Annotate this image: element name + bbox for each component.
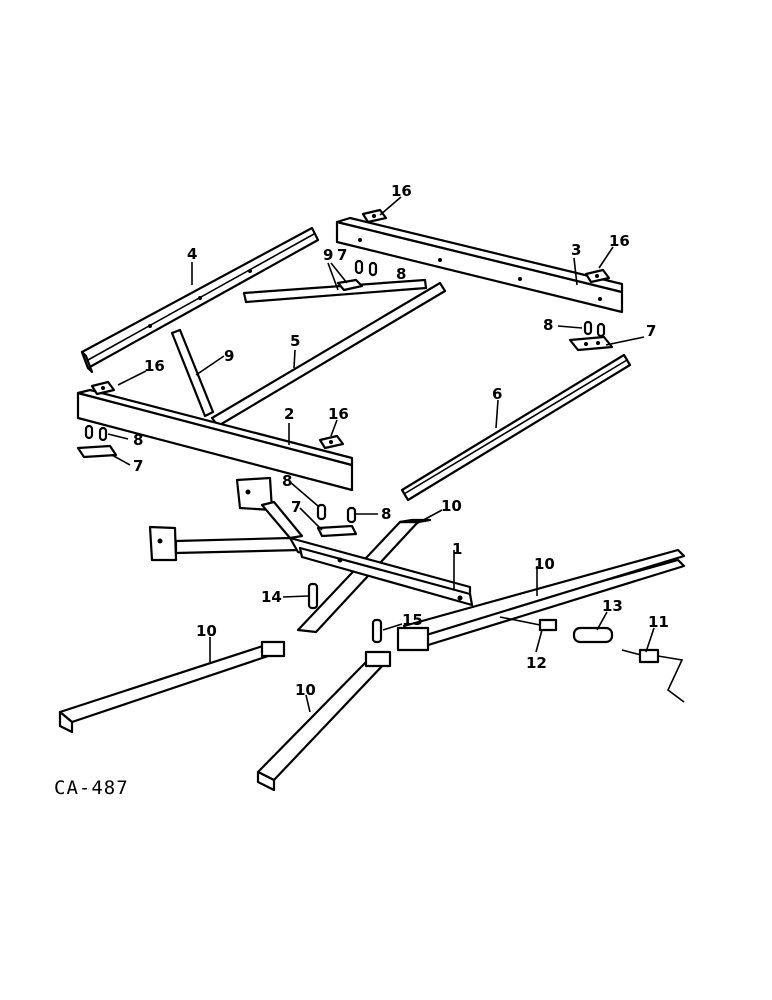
callout-8-rear: 8 (396, 265, 406, 283)
callout-13: 13 (602, 597, 623, 615)
leg-part-10-right (396, 548, 686, 652)
pin-part-8-lower-b (346, 506, 357, 524)
brace-part-9-left (170, 328, 215, 418)
plate-part-7-left (76, 444, 118, 459)
callout-9-upper: 9 (323, 246, 333, 264)
callout-9-left: 9 (224, 347, 234, 365)
plate-part-7-rear (336, 278, 364, 292)
callout-10-left: 10 (196, 622, 217, 640)
callout-16-front: 16 (328, 405, 349, 423)
callout-15: 15 (402, 611, 423, 629)
plate-part-7-right (568, 335, 614, 352)
rear-channel-part-3 (335, 216, 624, 314)
left-angle-part-4 (80, 226, 320, 374)
plate-part-16-right (584, 268, 611, 284)
callout-16-top: 16 (391, 182, 412, 200)
callout-2: 2 (284, 405, 294, 423)
callout-11: 11 (648, 613, 669, 631)
callout-8-right: 8 (543, 316, 553, 334)
right-angle-part-6 (400, 353, 632, 502)
callout-4: 4 (187, 245, 197, 263)
crank-part-11 (621, 648, 685, 703)
callout-5: 5 (290, 332, 300, 350)
leader-lines (107, 196, 655, 713)
callout-3: 3 (571, 241, 581, 259)
plate-part-7-lower (316, 524, 358, 538)
callout-labels: 1 2 3 4 5 6 7 7 7 7 8 8 8 8 8 9 9 10 10 … (133, 182, 669, 699)
callout-1: 1 (452, 540, 462, 558)
callout-8-left: 8 (133, 431, 143, 449)
plate-part-16-left (90, 380, 116, 396)
sleeve-part-13 (572, 626, 614, 644)
callout-10-front: 10 (295, 681, 316, 699)
callout-7-lower: 7 (291, 498, 301, 516)
callout-10-right: 10 (534, 555, 555, 573)
callout-10-upper: 10 (441, 497, 462, 515)
pin-part-14 (307, 582, 319, 610)
brace-part-9-upper (242, 278, 428, 304)
callout-7-left: 7 (133, 457, 143, 475)
pin-part-8-left (84, 424, 108, 442)
pin-part-8-lower-a (316, 503, 327, 521)
callout-12: 12 (526, 654, 547, 672)
callout-7-rear: 7 (337, 246, 347, 264)
adjuster-part-12 (499, 616, 558, 632)
callout-16-left: 16 (144, 357, 165, 375)
figure-code: CA-487 (54, 777, 129, 799)
callout-6: 6 (492, 385, 502, 403)
callout-16-right: 16 (609, 232, 630, 250)
plate-part-16-front (318, 434, 345, 450)
callout-7-right: 7 (646, 322, 656, 340)
pin-part-8-rear-a (354, 259, 378, 277)
callout-14: 14 (261, 588, 282, 606)
leg-part-10-front (256, 650, 392, 792)
drawbar-frame-part-1 (148, 476, 474, 607)
callout-8-lower-a: 8 (282, 472, 292, 490)
plate-part-16-top (361, 208, 388, 224)
pin-part-8-rear-b (583, 320, 606, 338)
pin-part-15 (371, 618, 383, 644)
callout-8-lower-b: 8 (381, 505, 391, 523)
leg-part-10-left (58, 640, 286, 734)
front-channel-part-2 (76, 388, 354, 492)
